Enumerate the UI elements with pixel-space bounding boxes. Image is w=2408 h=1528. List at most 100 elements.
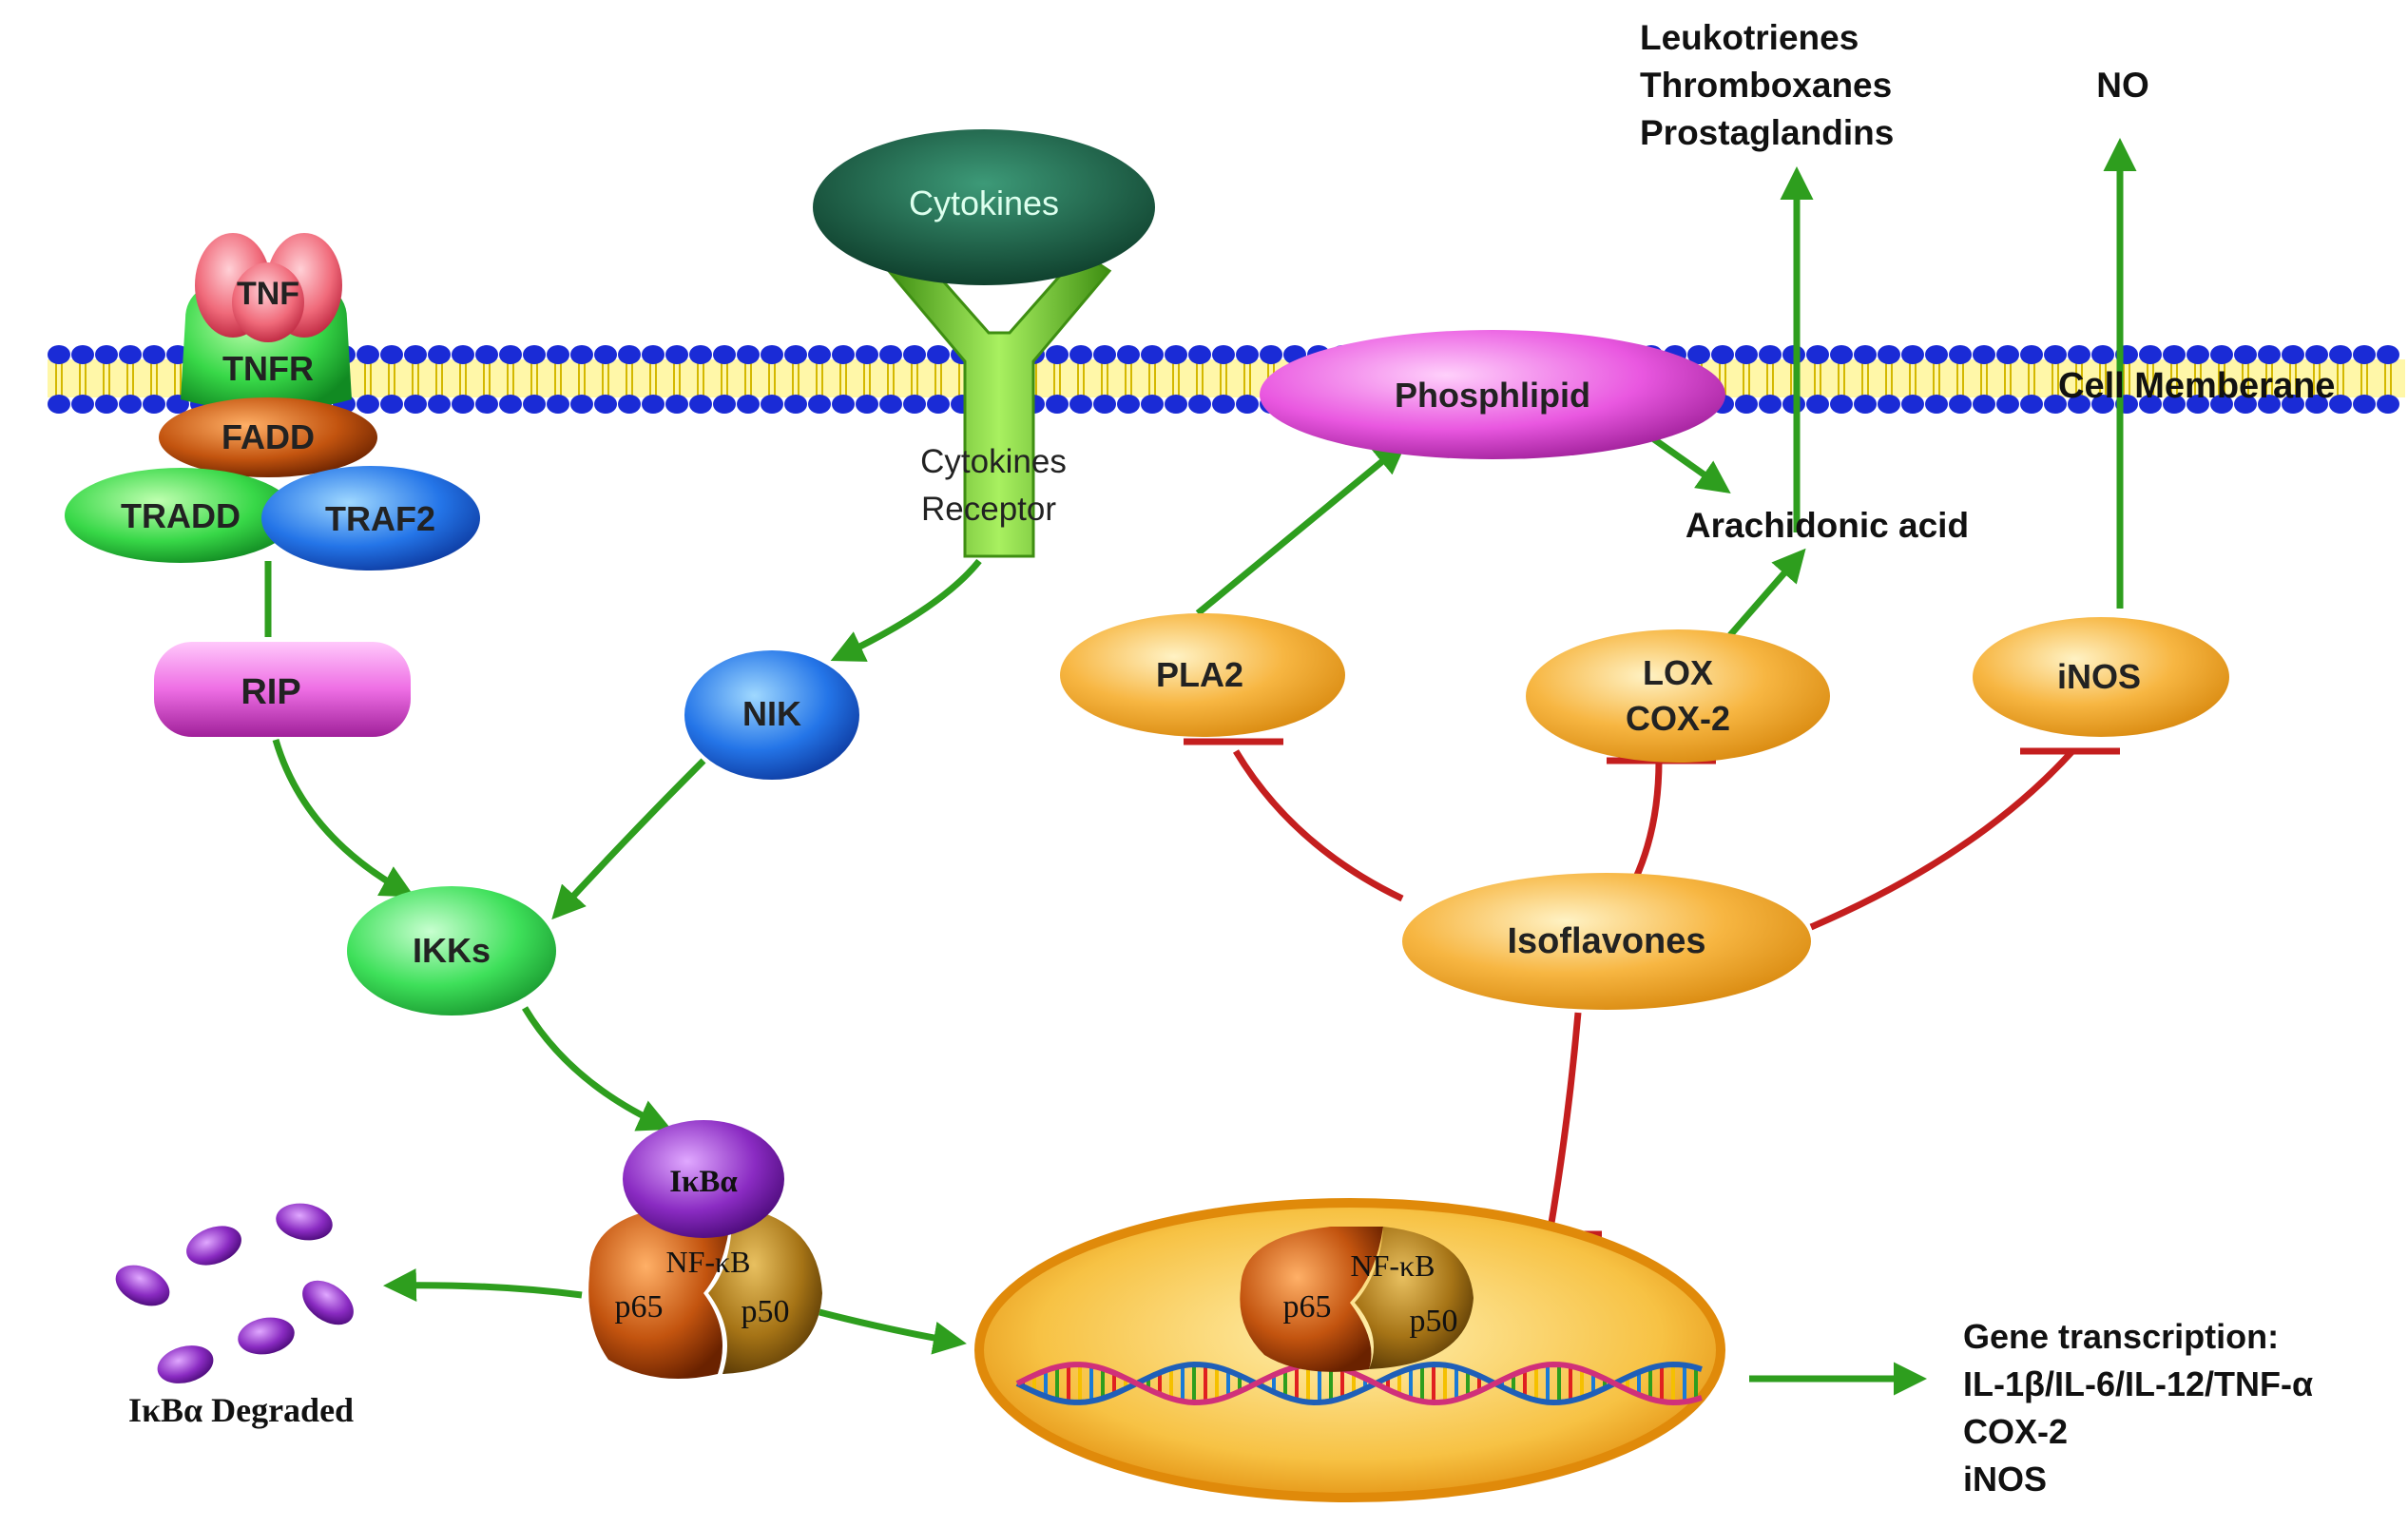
dna-helix bbox=[1015, 1361, 1703, 1406]
lipid-head bbox=[2305, 345, 2328, 364]
lipid-tail bbox=[1077, 363, 1085, 396]
lipid-head bbox=[404, 395, 427, 414]
lipid-head bbox=[1212, 345, 1235, 364]
lipid-tail bbox=[744, 363, 752, 396]
lipid-tail bbox=[911, 363, 918, 396]
lipid-head bbox=[547, 345, 569, 364]
lipid-head bbox=[2139, 345, 2162, 364]
lipid-tail bbox=[2289, 363, 2297, 396]
lipid-head bbox=[119, 345, 142, 364]
phospholipid-label: Phosphlipid bbox=[1395, 376, 1590, 415]
lipid-head bbox=[1117, 345, 1140, 364]
lipid-head bbox=[380, 395, 403, 414]
lipid-tail bbox=[530, 363, 538, 396]
lipid-head bbox=[428, 345, 451, 364]
product-prostaglandins: Prostaglandins bbox=[1640, 113, 1894, 152]
lipid-head bbox=[499, 395, 522, 414]
lipid-head bbox=[879, 395, 902, 414]
lipid-head bbox=[523, 345, 546, 364]
nuclear-p65-shape bbox=[1240, 1227, 1383, 1372]
p50-shape bbox=[708, 1206, 822, 1374]
isoflavones-shape bbox=[1402, 873, 1811, 1010]
lipid-head bbox=[2186, 345, 2209, 364]
lipid-head bbox=[761, 395, 783, 414]
gene-transcription-title: Gene transcription: bbox=[1963, 1317, 2279, 1356]
lipid-tail bbox=[2075, 363, 2083, 396]
lipid-tail bbox=[649, 363, 657, 396]
ikks-label: IKKs bbox=[413, 931, 491, 970]
lipid-head bbox=[48, 345, 70, 364]
no-label: NO bbox=[2096, 66, 2149, 105]
lipid-head bbox=[2091, 345, 2114, 364]
lipid-head bbox=[618, 345, 641, 364]
ikba-shape bbox=[623, 1120, 784, 1238]
lipid-head bbox=[475, 395, 498, 414]
inhibit-nfkb bbox=[1546, 1012, 1582, 1235]
lipid-head bbox=[1830, 345, 1853, 364]
lipid-head bbox=[1236, 345, 1259, 364]
lipid-tail bbox=[2337, 363, 2344, 396]
lipid-head bbox=[2068, 395, 2090, 414]
lipid-head bbox=[380, 345, 403, 364]
lipid-tail bbox=[55, 363, 63, 396]
lipid-tail bbox=[2028, 363, 2035, 396]
arrow-phospholipid-to-aa bbox=[1642, 430, 1731, 494]
lipid-head bbox=[1711, 345, 1734, 364]
dna-strand bbox=[1015, 1361, 1703, 1406]
lipid-head bbox=[1925, 345, 1948, 364]
lipid-head bbox=[1759, 345, 1782, 364]
lipid-tail bbox=[2384, 363, 2392, 396]
tradd-shape bbox=[65, 468, 297, 563]
lipid-head bbox=[143, 345, 165, 364]
lipid-tail bbox=[626, 363, 633, 396]
arrow-lox-to-aa bbox=[1727, 548, 1806, 638]
arachidonic-acid-label: Arachidonic acid bbox=[1686, 506, 1969, 545]
ikba-fragment bbox=[115, 1265, 170, 1306]
lipid-head bbox=[665, 345, 688, 364]
ikba-fragment bbox=[302, 1280, 354, 1325]
lipid-head bbox=[1141, 395, 1164, 414]
p65-label-cytoplasm: p65 bbox=[615, 1289, 664, 1325]
ikba-fragment bbox=[238, 1317, 295, 1355]
lipid-head bbox=[832, 345, 855, 364]
lipid-head bbox=[1854, 395, 1877, 414]
lipid-tail bbox=[412, 363, 419, 396]
lipid-head bbox=[1165, 395, 1187, 414]
gene-transcription-cox2: COX-2 bbox=[1963, 1412, 2068, 1451]
lipid-head bbox=[1949, 395, 1972, 414]
lipid-head bbox=[642, 345, 665, 364]
lipid-head bbox=[1901, 345, 1924, 364]
lipid-head bbox=[927, 345, 950, 364]
lipid-head bbox=[927, 395, 950, 414]
lipid-head bbox=[2377, 395, 2399, 414]
gene-transcription-cytokines: IL-1β/IL-6/IL-12/TNF-α bbox=[1963, 1364, 2313, 1403]
lipid-head bbox=[1117, 395, 1140, 414]
lipid-tail bbox=[507, 363, 514, 396]
pla2-shape bbox=[1060, 613, 1345, 737]
lipid-head bbox=[1878, 345, 1900, 364]
lipid-tail bbox=[126, 363, 134, 396]
inos-label: iNOS bbox=[2057, 657, 2141, 696]
lipid-head bbox=[1878, 395, 1900, 414]
lipid-head bbox=[1925, 395, 1948, 414]
cell-membrane-label: Cell Memberane bbox=[2058, 366, 2335, 406]
lipid-tail bbox=[792, 363, 799, 396]
lipid-tail bbox=[2004, 363, 2012, 396]
lipid-head bbox=[642, 395, 665, 414]
gene-transcription: Gene transcription: IL-1β/IL-6/IL-12/TNF… bbox=[1963, 1317, 2313, 1499]
isoflavones-node: Isoflavones bbox=[1402, 873, 1811, 1010]
lipid-head bbox=[1165, 345, 1187, 364]
lipid-head bbox=[570, 395, 593, 414]
nfkb-label-nucleus: NF-κB bbox=[1350, 1248, 1435, 1283]
lipid-head bbox=[2163, 345, 2186, 364]
lipid-tail bbox=[2218, 363, 2225, 396]
lipid-head bbox=[2282, 395, 2304, 414]
lipid-tail bbox=[2265, 363, 2273, 396]
arrow-nik-to-ikks bbox=[551, 758, 706, 920]
lipid-tail bbox=[2123, 363, 2130, 396]
ikba-nfkb-complex: IκBα NF-κB p65 p50 bbox=[588, 1120, 822, 1379]
ikba-degraded-label: IκBα Degraded bbox=[128, 1391, 354, 1429]
lipid-head bbox=[1901, 395, 1924, 414]
activation-arrows bbox=[264, 138, 2137, 1396]
lipid-tail bbox=[435, 363, 443, 396]
